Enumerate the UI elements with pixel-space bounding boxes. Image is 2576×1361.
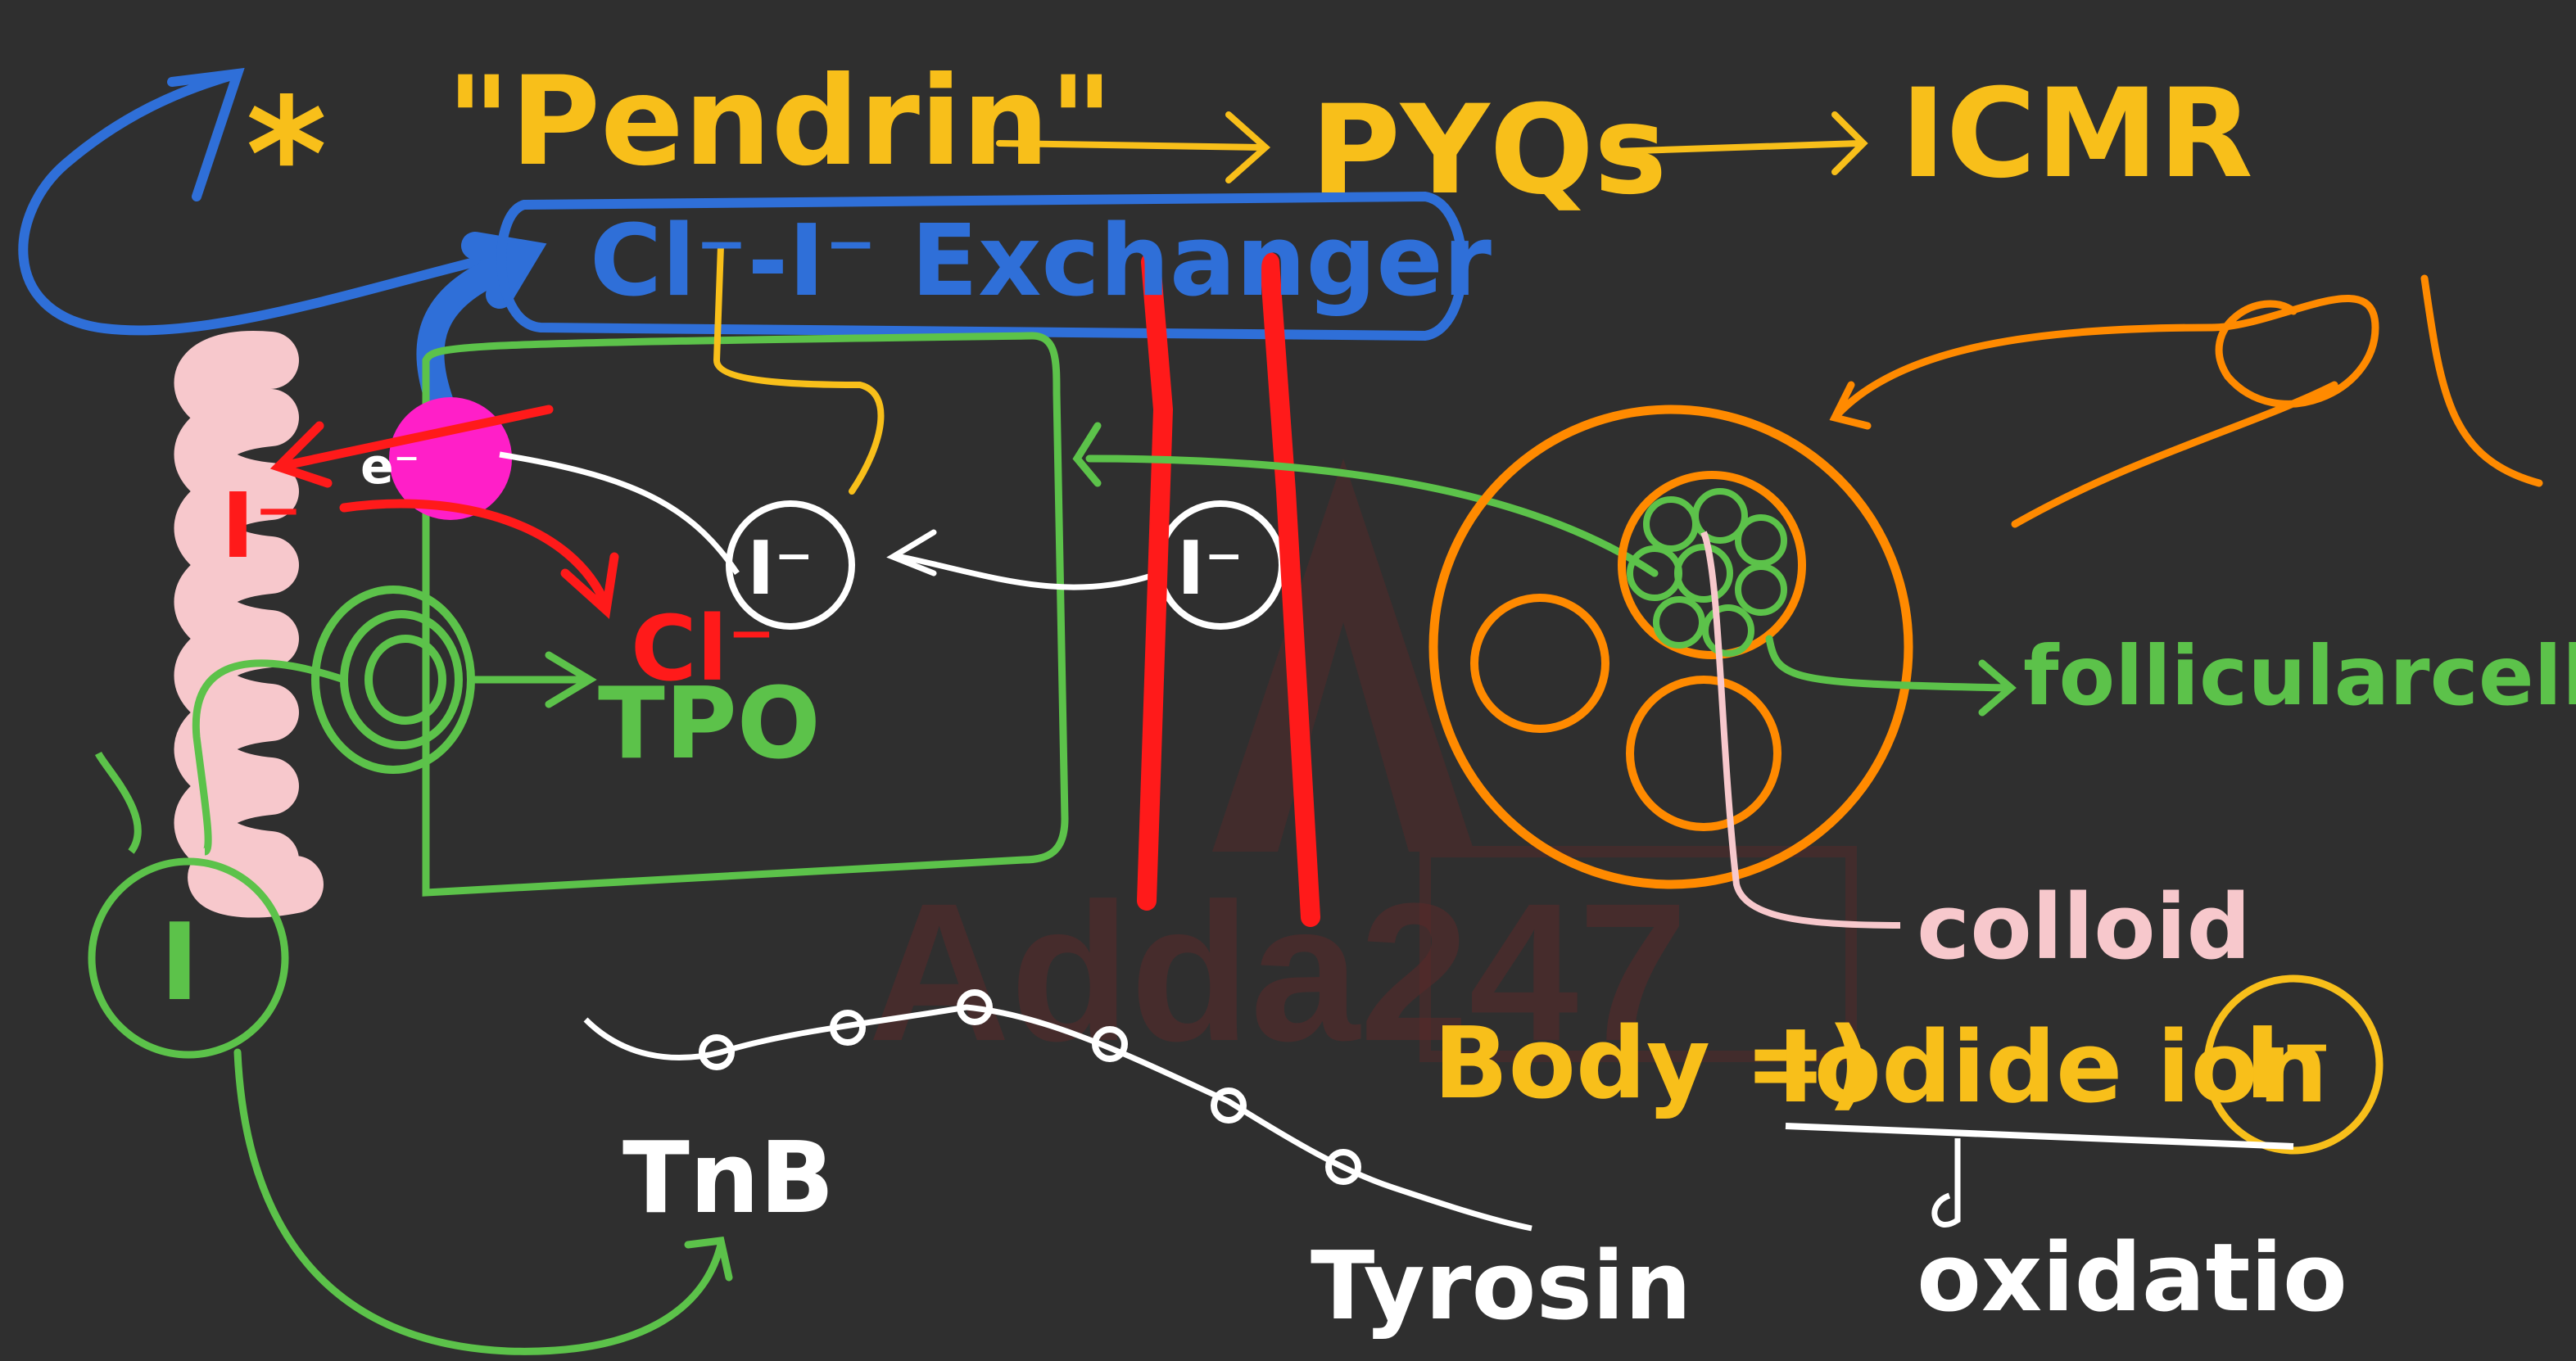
follicle-inner-circle-left [1470, 594, 1609, 733]
tpo-label: TPO [598, 667, 821, 781]
exchanger-outline [496, 191, 1467, 341]
pink-membrane-shape [174, 331, 324, 918]
green-curl-left [192, 659, 346, 856]
watermark-logo [1212, 459, 1857, 1062]
iodide-outer-label: I⁻ [1177, 526, 1243, 612]
white-arrow-to-inner [886, 529, 1162, 590]
yellow-drop-arrow [713, 242, 885, 495]
orange-swirl [1829, 274, 2543, 528]
iodine-circle-label: I [160, 900, 199, 1024]
red-arrow-down [339, 499, 619, 619]
iodide-symbol-circle [2203, 974, 2384, 1155]
green-cell-box [422, 332, 1069, 897]
chloride-label: Cl⁻ [631, 596, 776, 701]
blue-loop-arrow [18, 67, 513, 336]
green-arrow-to-cell [1072, 422, 1659, 577]
watermark-text: Adda247 [868, 862, 1687, 1082]
pink-colloid-line [1700, 531, 1901, 929]
oxidation-arrow [1931, 1138, 1961, 1228]
body-label: Body =) [1433, 1007, 1872, 1121]
follicular-cells-cluster [1627, 488, 1787, 657]
white-link-left [499, 451, 740, 575]
yellow-pendrin-arrow [996, 111, 1271, 183]
tyrosine-chain [583, 1004, 1532, 1232]
tyrosine-label: Tyrosin [1311, 1232, 1691, 1341]
star-symbol: * [246, 65, 327, 246]
tpo-arrow [471, 651, 597, 708]
iodide-inner-label: I⁻ [747, 526, 813, 612]
iodine-circle [88, 857, 289, 1059]
tnb-label: TnB [622, 1122, 835, 1236]
follicle-outline [1428, 405, 1913, 889]
red-line-left [1137, 252, 1174, 911]
green-follicle-arrow [1765, 635, 2017, 717]
iodide-circle-inner [726, 500, 855, 630]
yellow-pyqs-arrow [1610, 111, 1868, 175]
colloid-label: colloid [1917, 875, 2251, 979]
iodide-ion-text: Iodide ion [1777, 1011, 2328, 1125]
pyqs-label: PYQs [1311, 79, 1667, 222]
electron-label: e⁻ [360, 438, 419, 495]
follicular-cluster-ring [1618, 471, 1806, 659]
iodide-left-label: I⁻ [221, 473, 302, 578]
icmr-label: ICMR [1900, 63, 2253, 206]
follicle-inner-circle-bottom [1626, 676, 1781, 831]
follicular-cells-label: follicularcells [2023, 628, 2576, 724]
red-line-right [1260, 252, 1320, 927]
iodide-ion-symbol: I⁻ [2244, 1007, 2333, 1121]
red-arrow-left [269, 405, 554, 488]
oxidation-label: oxidatio [1917, 1223, 2347, 1333]
tyrosine-beads [699, 989, 1361, 1185]
exchanger-label: Cl⁻-I⁻ Exchanger [590, 205, 1492, 319]
pendrin-label: "Pendrin" [446, 51, 1113, 193]
iodide-underline [1785, 1123, 2294, 1150]
green-bottom-loop [233, 1048, 733, 1355]
green-bottom-curl [94, 751, 142, 854]
